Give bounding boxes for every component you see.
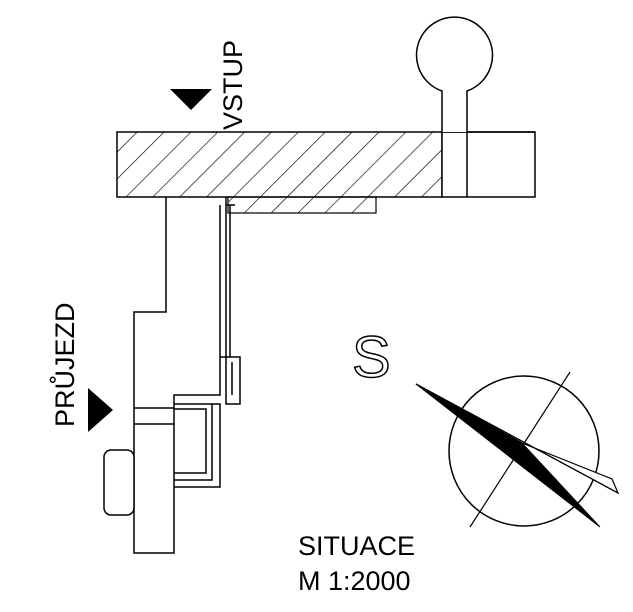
north-label: S bbox=[351, 325, 391, 390]
entrance-marker-icon bbox=[170, 89, 212, 110]
side-wing bbox=[103, 197, 241, 554]
drawing-scale: M 1:2000 bbox=[298, 566, 411, 596]
drawing-title: SITUACE bbox=[298, 531, 416, 561]
entrance-label: VSTUP bbox=[218, 39, 248, 130]
turning-circle bbox=[415, 16, 494, 132]
hatched-extension bbox=[227, 196, 377, 214]
main-building bbox=[116, 131, 536, 198]
north-arrow-icon bbox=[415, 371, 620, 528]
passage-marker-icon bbox=[88, 388, 113, 432]
passage-label: PRŮJEZD bbox=[50, 302, 80, 427]
